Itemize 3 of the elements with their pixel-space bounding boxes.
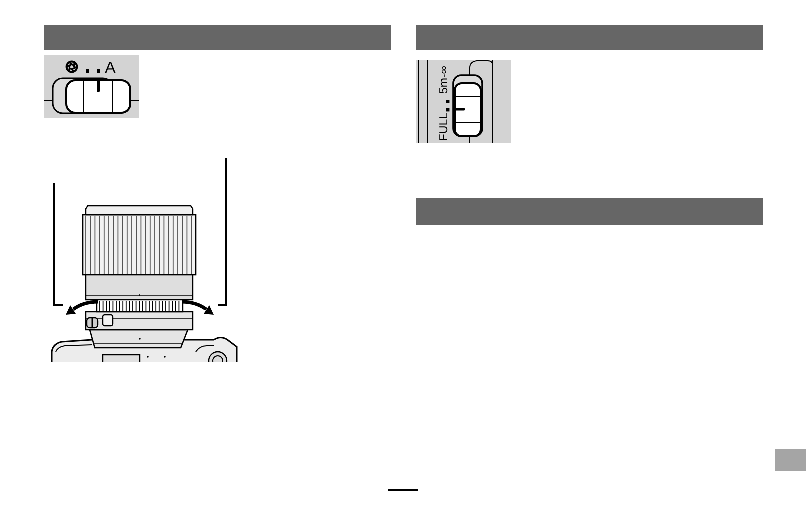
- switch-position-label: FULL: [439, 112, 451, 141]
- switch-position-label: A: [105, 61, 116, 77]
- switch-position-label: 5m-∞: [439, 66, 451, 94]
